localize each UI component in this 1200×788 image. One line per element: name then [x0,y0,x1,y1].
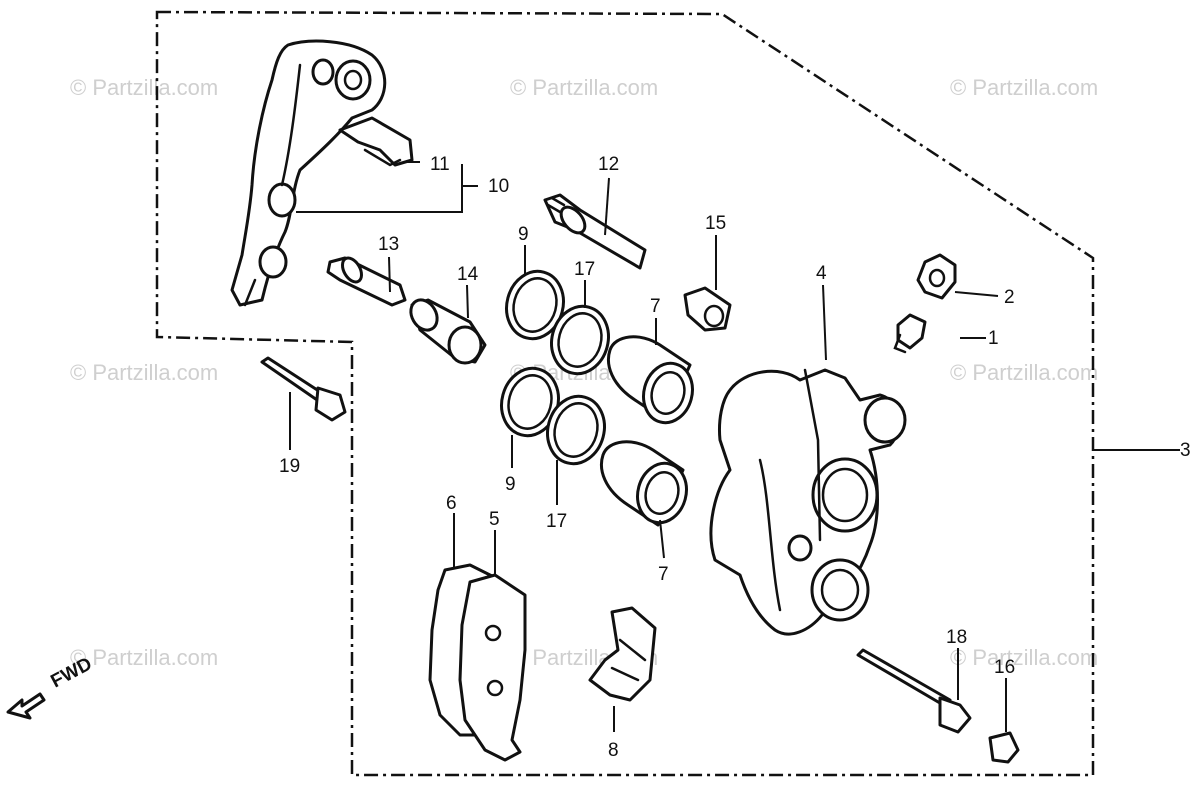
watermark-4: © Partzilla.com [70,360,218,385]
bleed-bolt [893,313,927,354]
callout-14: 14 [457,264,479,285]
bleeder-cap [683,286,732,332]
callout-7b: 7 [658,564,669,585]
pad-clip [338,116,414,167]
fwd-arrow: FWD [6,654,96,720]
caliper-bracket [230,39,387,307]
callout-12: 12 [598,154,619,175]
pistons [599,335,694,527]
bolt-14 [409,298,487,365]
callout-10: 10 [488,176,509,197]
pin-bolt-13 [326,256,407,307]
callout-17a: 17 [574,259,595,280]
assembly-frame [155,10,1095,777]
callout-13: 13 [378,234,399,255]
callout-11: 11 [430,154,450,175]
callout-4: 4 [816,263,827,284]
pin-plug [988,731,1020,764]
leader-lines [289,161,1180,732]
watermark-9: © Partzilla.com [950,645,1098,670]
callout-5: 5 [489,509,500,530]
mount-bolt [260,356,347,422]
callout-2: 2 [1004,287,1015,308]
callout-9a: 9 [518,224,529,245]
callout-16: 16 [994,657,1015,678]
callout-17b: 17 [546,511,567,532]
callout-9b: 9 [505,474,516,495]
caliper-body [709,368,907,636]
callout-8: 8 [608,740,619,761]
pad-pin [856,648,972,734]
brake-pads [428,563,527,762]
callout-19: 19 [279,456,300,477]
callout-7a: 7 [650,296,661,317]
banjo-fitting [916,253,957,300]
piston-seals [500,269,610,466]
watermark-1: © Partzilla.com [70,75,218,100]
callout-1: 1 [988,328,999,349]
callout-18: 18 [946,627,967,648]
pad-spring [588,606,657,702]
callout-6: 6 [446,493,457,514]
callout-3: 3 [1180,440,1191,461]
watermark-6: © Partzilla.com [950,360,1098,385]
watermark-3: © Partzilla.com [950,75,1098,100]
callout-15: 15 [705,213,726,234]
pin-bolt-12 [543,193,647,270]
watermark-7: © Partzilla.com [70,645,218,670]
callouts: 1 2 3 4 5 6 7 7 8 9 9 10 11 12 13 14 15 … [279,154,1191,761]
watermark-2: © Partzilla.com [510,75,658,100]
